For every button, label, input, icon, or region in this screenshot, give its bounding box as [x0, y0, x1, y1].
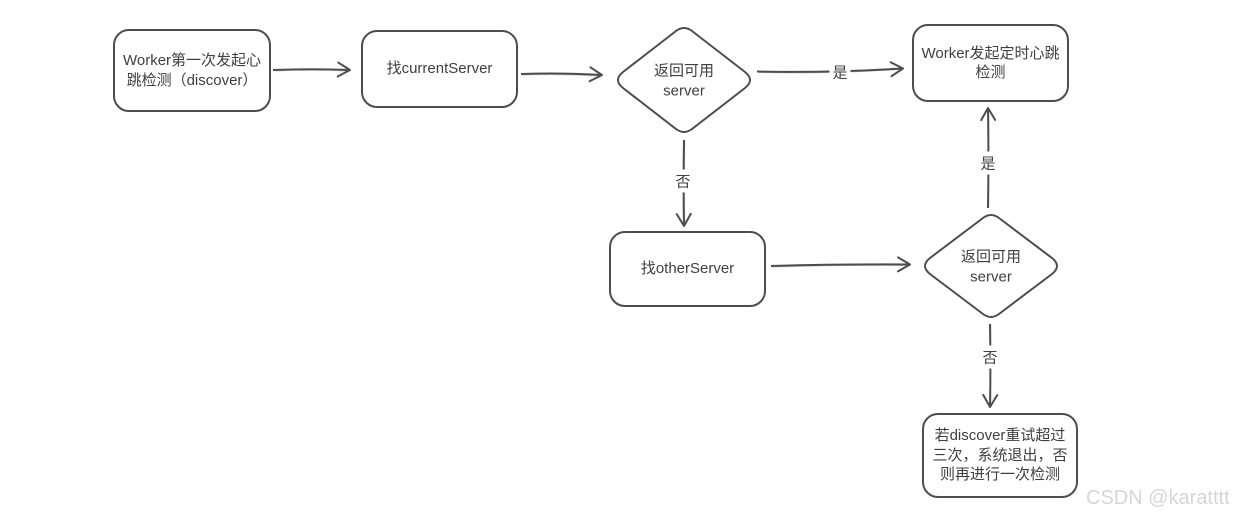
arrow-find-other-to-decision [770, 256, 911, 273]
node-retry-or-exit-label: 若discover重试超过三次，系统退出，否则再进行一次检测 [932, 427, 1068, 484]
diamond-decision-other [924, 214, 1058, 318]
diamond-decision-current [617, 27, 751, 133]
node-find-other-server: 找otherServer [609, 231, 766, 307]
node-find-other-server-label: 找otherServer [640, 260, 735, 278]
edge-label-no-other: 否 [979, 345, 1001, 369]
node-first-heartbeat-discover: Worker第一次发起心跳检测（discover） [113, 29, 271, 112]
decision-current-available-label: 返回可用 server [653, 62, 714, 100]
node-first-heartbeat-discover-label: Worker第一次发起心跳检测（discover） [122, 52, 262, 89]
node-retry-or-exit: 若discover重试超过三次，系统退出，否则再进行一次检测 [922, 413, 1078, 498]
edge-label-no-current: 否 [672, 169, 694, 193]
arrow-find-current-to-decision [520, 66, 603, 83]
node-find-current-server-label: 找currentServer [386, 60, 493, 78]
csdn-watermark: CSDN @karatttt [1086, 487, 1230, 509]
decision-other-available-label: 返回可用 server [960, 248, 1021, 286]
arrow-start-to-find-current [272, 61, 351, 78]
edge-label-yes-current: 是 [829, 60, 851, 84]
node-find-current-server: 找currentServer [361, 30, 518, 108]
node-periodic-heartbeat-label: Worker发起定时心跳检测 [921, 44, 1060, 82]
edge-label-yes-other: 是 [977, 151, 999, 175]
node-periodic-heartbeat: Worker发起定时心跳检测 [912, 24, 1069, 102]
